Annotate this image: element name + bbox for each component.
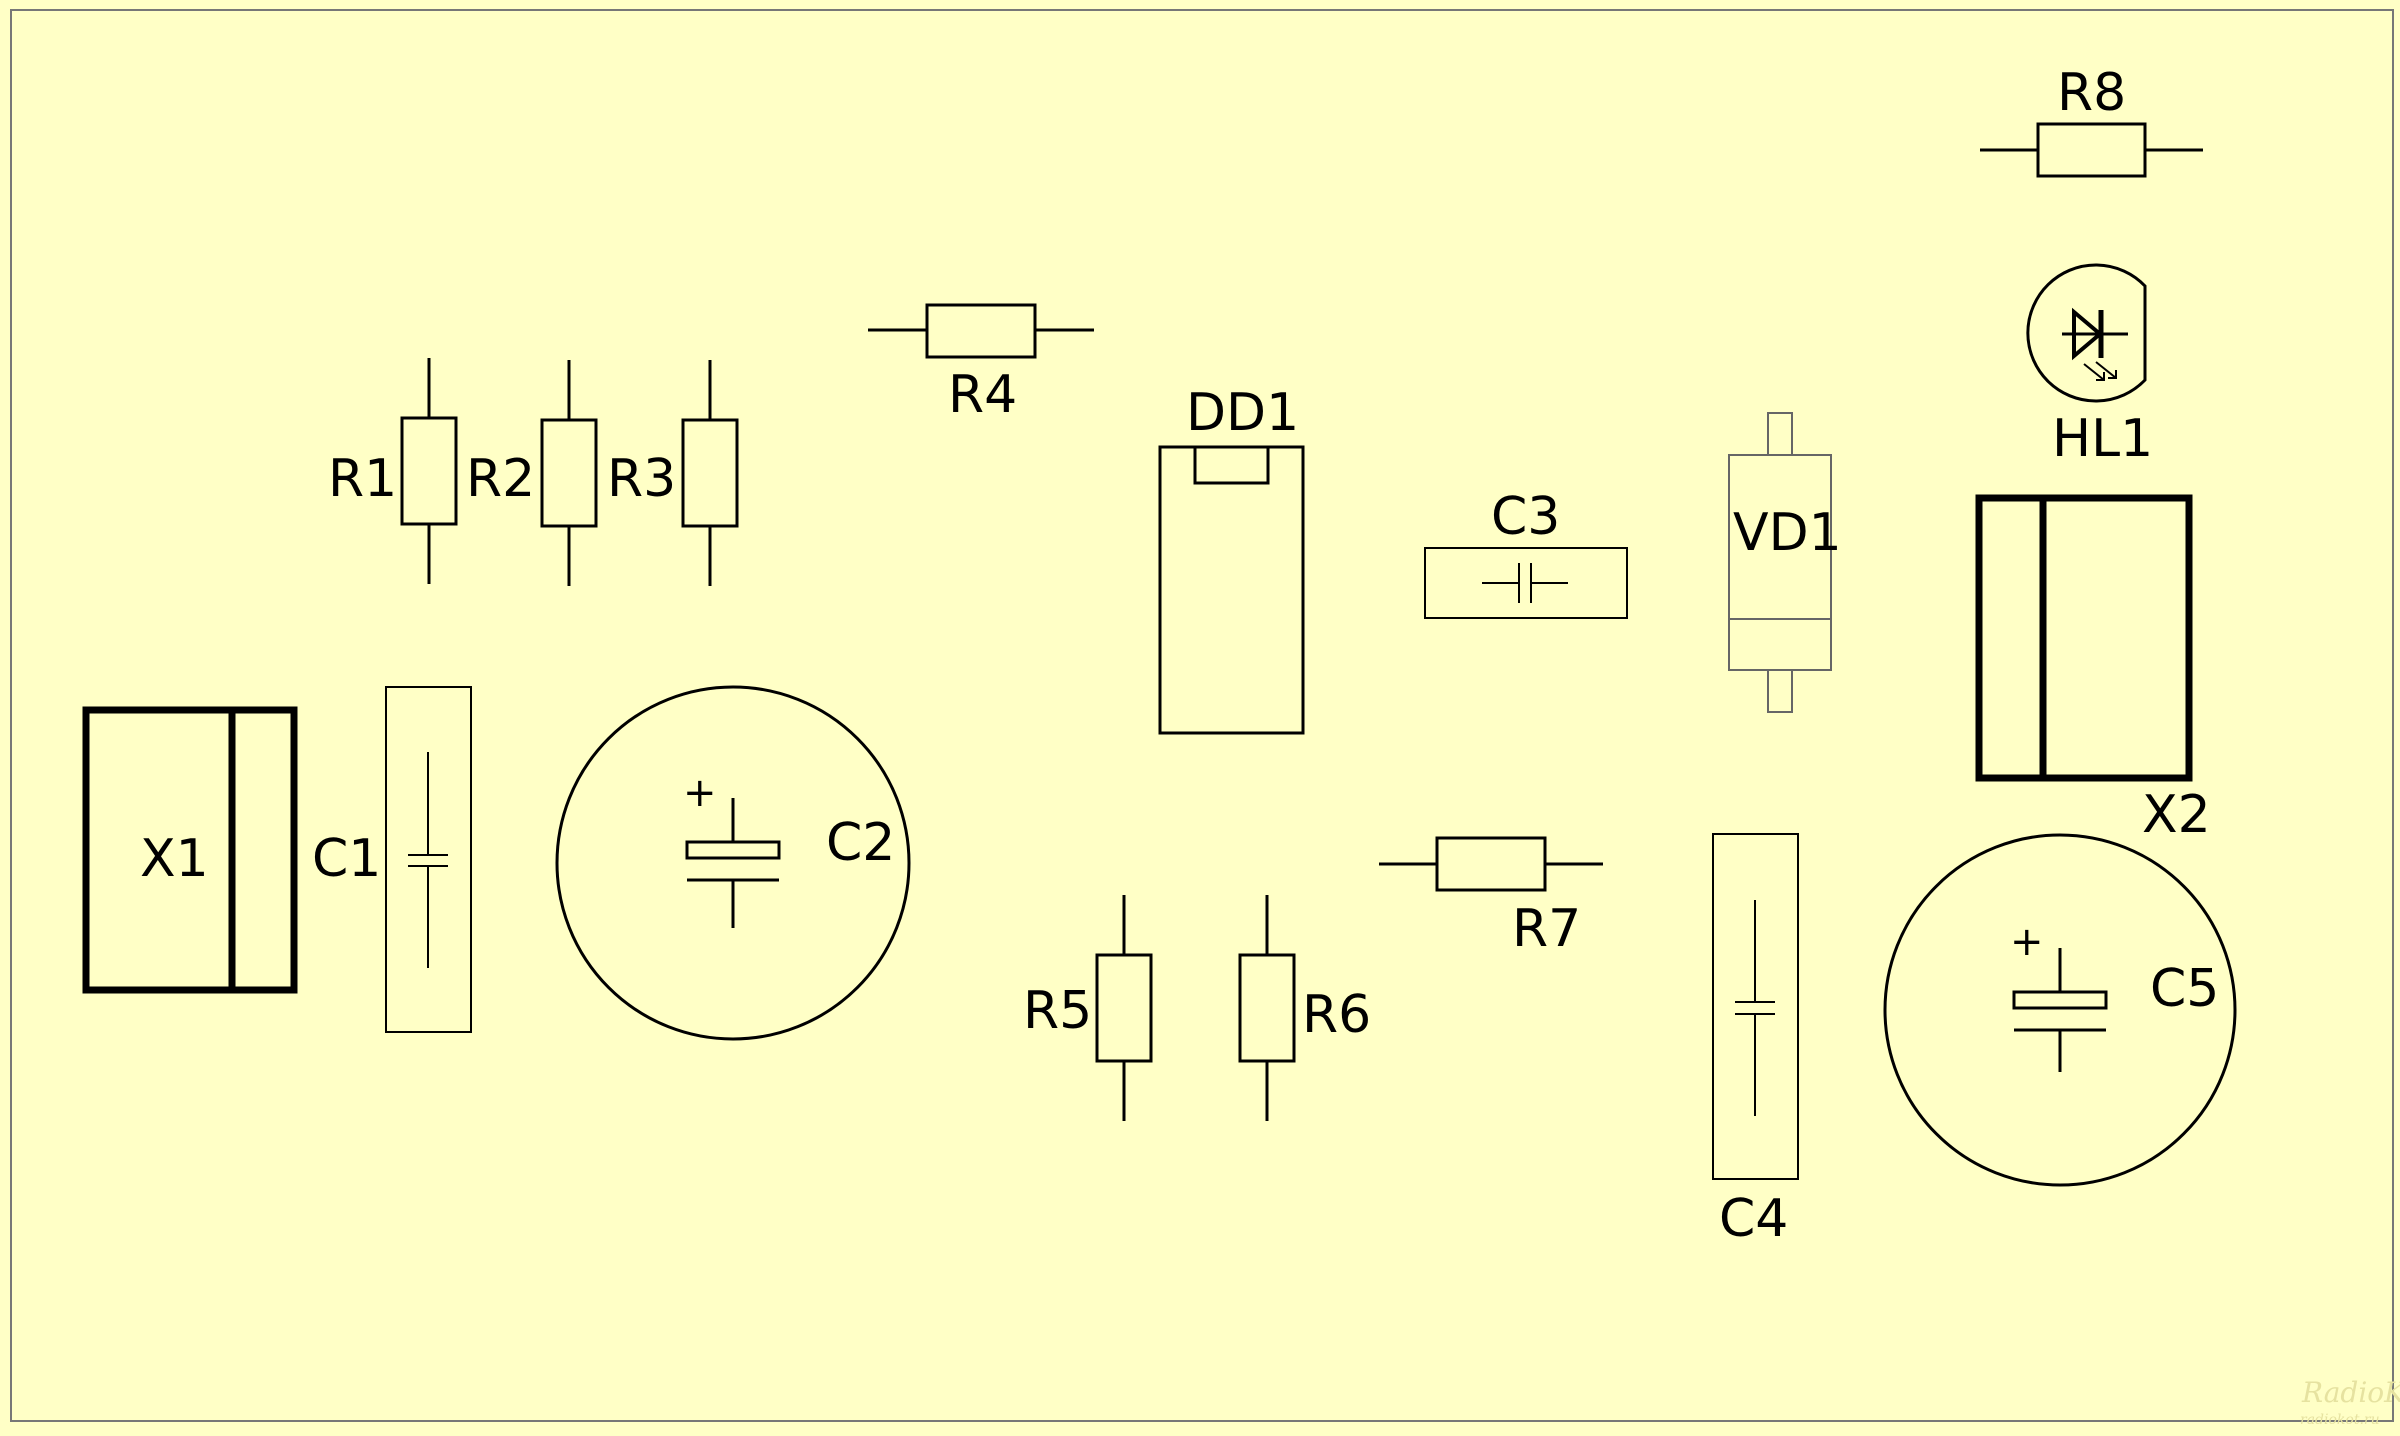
label-r8: R8 (2057, 63, 2126, 123)
resistor-r4: R4 (868, 303, 1094, 425)
label-c1: C1 (312, 829, 381, 889)
resistor-r7: R7 (1379, 836, 1603, 959)
resistor-r8: R8 (1980, 63, 2203, 178)
label-r3: R3 (607, 449, 676, 509)
label-r1: R1 (328, 449, 397, 509)
resistor-r5: R5 (1023, 895, 1153, 1121)
resistor-r2: R2 (466, 360, 598, 586)
label-x2: X2 (2142, 785, 2211, 845)
label-r7: R7 (1512, 899, 1581, 959)
label-hl1: HL1 (2052, 409, 2153, 469)
diode-vd1: VD1 (1728, 412, 1842, 713)
capacitor-c3: C3 (1424, 487, 1628, 619)
label-vd1: VD1 (1733, 503, 1842, 563)
polarity-mark-c2: + (683, 770, 717, 816)
label-c2: C2 (826, 813, 895, 873)
radiokot-watermark: RadioKOT radiokot.ru (2300, 1376, 2400, 1428)
label-dd1: DD1 (1186, 383, 1299, 443)
capacitor-c2: + C2 (555, 685, 911, 1041)
capacitor-c5: + C5 (1883, 833, 2237, 1187)
resistor-r3: R3 (607, 360, 739, 586)
label-r6: R6 (1302, 985, 1371, 1045)
board-outline (10, 9, 2394, 1422)
capacitor-c1: C1 (312, 686, 472, 1033)
connector-x2: X2 (1975, 494, 2211, 845)
label-x1: X1 (140, 829, 209, 889)
watermark-logo: RadioKOT (2301, 1376, 2400, 1409)
polarity-mark-c5: + (2010, 919, 2044, 965)
resistor-r1: R1 (328, 358, 458, 584)
label-r5: R5 (1023, 981, 1092, 1041)
connector-x1: X1 (82, 706, 298, 994)
ic-dd1: DD1 (1158, 383, 1305, 735)
label-r2: R2 (466, 449, 535, 509)
label-c5: C5 (2150, 959, 2219, 1019)
resistor-r6: R6 (1238, 895, 1371, 1121)
led-hl1: HL1 (2026, 263, 2153, 469)
label-c3: C3 (1491, 487, 1560, 547)
label-c4: C4 (1719, 1189, 1788, 1249)
label-r4: R4 (948, 365, 1017, 425)
capacitor-c4: C4 (1712, 833, 1799, 1249)
watermark-url: radiokot.ru (2300, 1412, 2380, 1428)
